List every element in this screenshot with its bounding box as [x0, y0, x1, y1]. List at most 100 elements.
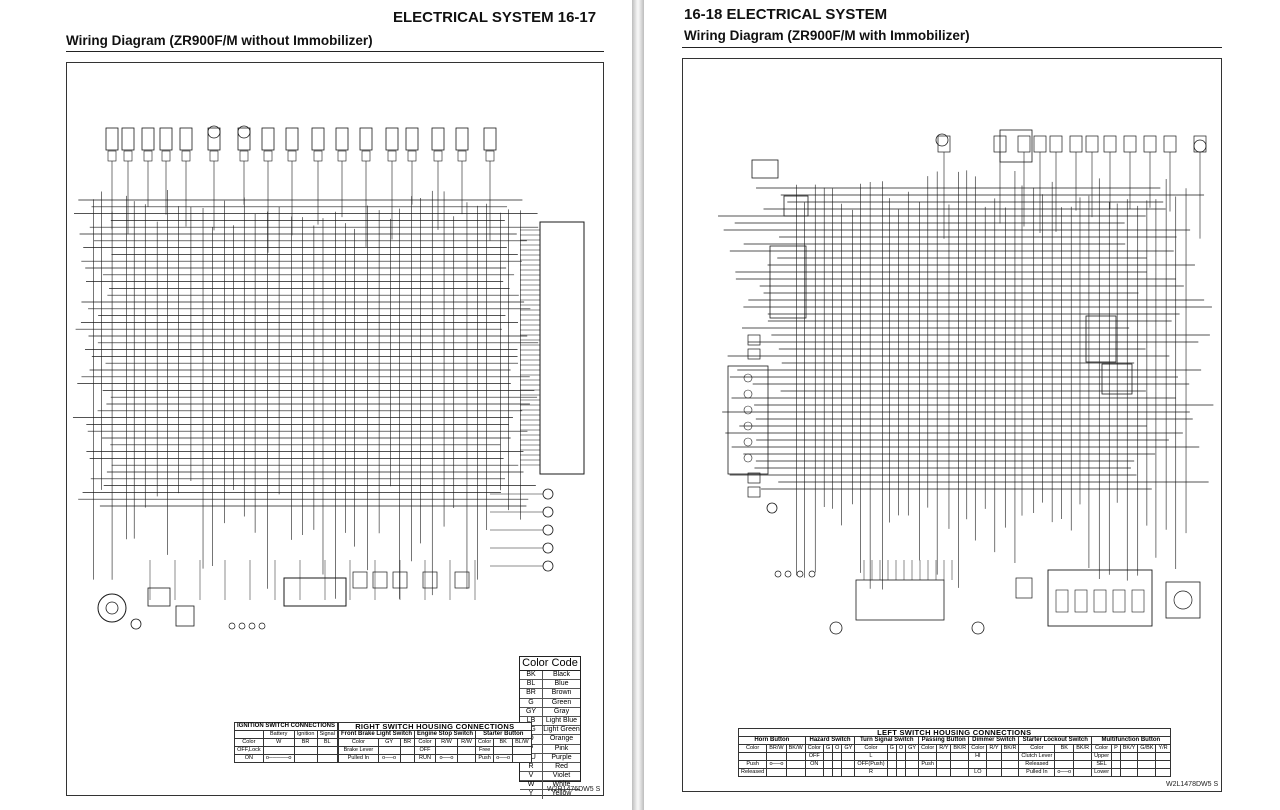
ground-symbol	[258, 622, 266, 630]
connector-pin-box	[143, 150, 153, 162]
regulator-rectifier-box	[1165, 581, 1201, 619]
table-cell	[986, 768, 1002, 777]
table-cell: Upper	[1091, 752, 1113, 761]
connector-pin-box	[209, 150, 219, 162]
table-cell: o──o	[377, 754, 401, 763]
ignition-switch-box	[751, 159, 779, 179]
table-cell: BK	[493, 738, 514, 747]
table-cell: ON	[804, 760, 824, 769]
ground-symbol	[774, 570, 782, 578]
alternator-symbol	[97, 593, 127, 623]
color-code-name: White	[552, 781, 571, 789]
book-gutter	[632, 0, 644, 810]
table-cell: Color	[968, 744, 988, 753]
connector-block	[1193, 135, 1207, 153]
table-cell	[804, 768, 824, 777]
table-cell	[316, 746, 339, 755]
color-code-name: Light Green	[543, 726, 580, 734]
table-cell: Ignition	[293, 730, 318, 739]
table-cell	[968, 760, 988, 769]
table-cell: Push	[475, 754, 495, 763]
table-cell	[512, 746, 532, 755]
connector-block	[352, 571, 368, 589]
table-cell: R/W	[456, 738, 477, 747]
color-code-title: Color Code	[520, 657, 580, 671]
ground-symbol	[238, 622, 246, 630]
table-cell	[841, 760, 856, 769]
table-cell	[905, 768, 920, 777]
lamp-box	[747, 348, 761, 360]
right-page: 16-18 ELECTRICAL SYSTEM Wiring Diagram (…	[644, 0, 1280, 810]
table-cell: Color	[234, 738, 264, 747]
color-code-name: Purple	[551, 753, 572, 761]
table-cell	[950, 752, 970, 761]
connector-block	[1143, 135, 1157, 153]
table-cell	[886, 760, 897, 769]
fuse-box-1	[1085, 315, 1117, 363]
table-cell	[399, 754, 415, 763]
color-code-abbrev: BK	[520, 671, 543, 680]
ground-symbol	[808, 570, 816, 578]
abs-hydraulic-unit	[283, 577, 347, 607]
table-cell: IGNITION SWITCH CONNECTIONS	[234, 722, 338, 731]
table-cell	[936, 760, 952, 769]
table-cell: o──o	[766, 760, 787, 769]
table-cell: Pulled In	[1018, 768, 1056, 777]
table-cell: G	[822, 744, 834, 753]
table-cell: HI	[968, 752, 988, 761]
table-cell	[936, 768, 952, 777]
connector-block	[422, 571, 438, 589]
turn-signal-relay-box	[1015, 577, 1033, 599]
led-symbol	[743, 389, 753, 399]
table-row: RIGHT SWITCH HOUSING CONNECTIONS	[338, 722, 532, 731]
table-cell: W	[262, 738, 295, 747]
table-cell	[1137, 760, 1157, 769]
table-cell: Signal	[316, 730, 339, 739]
led-symbol	[743, 373, 753, 383]
table-cell: GY	[841, 744, 856, 753]
connector-pin-box	[313, 150, 323, 162]
table-cell: G/BK	[1137, 744, 1157, 753]
color-code-name: Brown	[551, 689, 572, 697]
connector-block	[455, 127, 469, 151]
rotation-sensor-symbol	[935, 133, 949, 147]
color-code-name: Red	[555, 762, 568, 770]
ecu-block	[539, 221, 585, 475]
table-cell	[399, 746, 415, 755]
right-doc-code: W2L1478DW5 S	[1166, 781, 1219, 788]
connector-pin-box	[407, 150, 417, 162]
table-cell: LO	[968, 768, 988, 777]
connector-block	[1085, 135, 1099, 153]
table-cell	[895, 752, 907, 761]
table-cell: Engine Stop Switch	[414, 730, 477, 739]
table-cell: R/W	[435, 738, 458, 747]
color-code-name: Light Blue	[545, 716, 578, 724]
left-switch-housing-box	[855, 579, 945, 621]
color-code-abbrev: Y	[520, 790, 543, 799]
table-cell	[234, 730, 264, 739]
table-cell	[1137, 768, 1157, 777]
table-cell	[986, 752, 1002, 761]
table-cell: o──o	[493, 754, 514, 763]
connector-block	[141, 127, 155, 151]
connector-pin-box	[457, 150, 467, 162]
table-cell: OFF(Push)	[854, 760, 888, 769]
table-cell: R/Y	[986, 744, 1002, 753]
table-cell	[1111, 760, 1121, 769]
connector-pin-box	[387, 150, 397, 162]
connector-pin-box	[107, 150, 117, 162]
table-cell: OFF,Lock	[234, 746, 264, 755]
table-cell: Color	[1091, 744, 1113, 753]
connector-block	[335, 127, 349, 151]
table-cell: Color	[804, 744, 824, 753]
table-cell: BR/W	[766, 744, 787, 753]
table-cell	[766, 768, 787, 777]
sensor-symbol	[207, 125, 221, 139]
table-cell	[905, 760, 920, 769]
table-cell: Lower	[1091, 768, 1113, 777]
